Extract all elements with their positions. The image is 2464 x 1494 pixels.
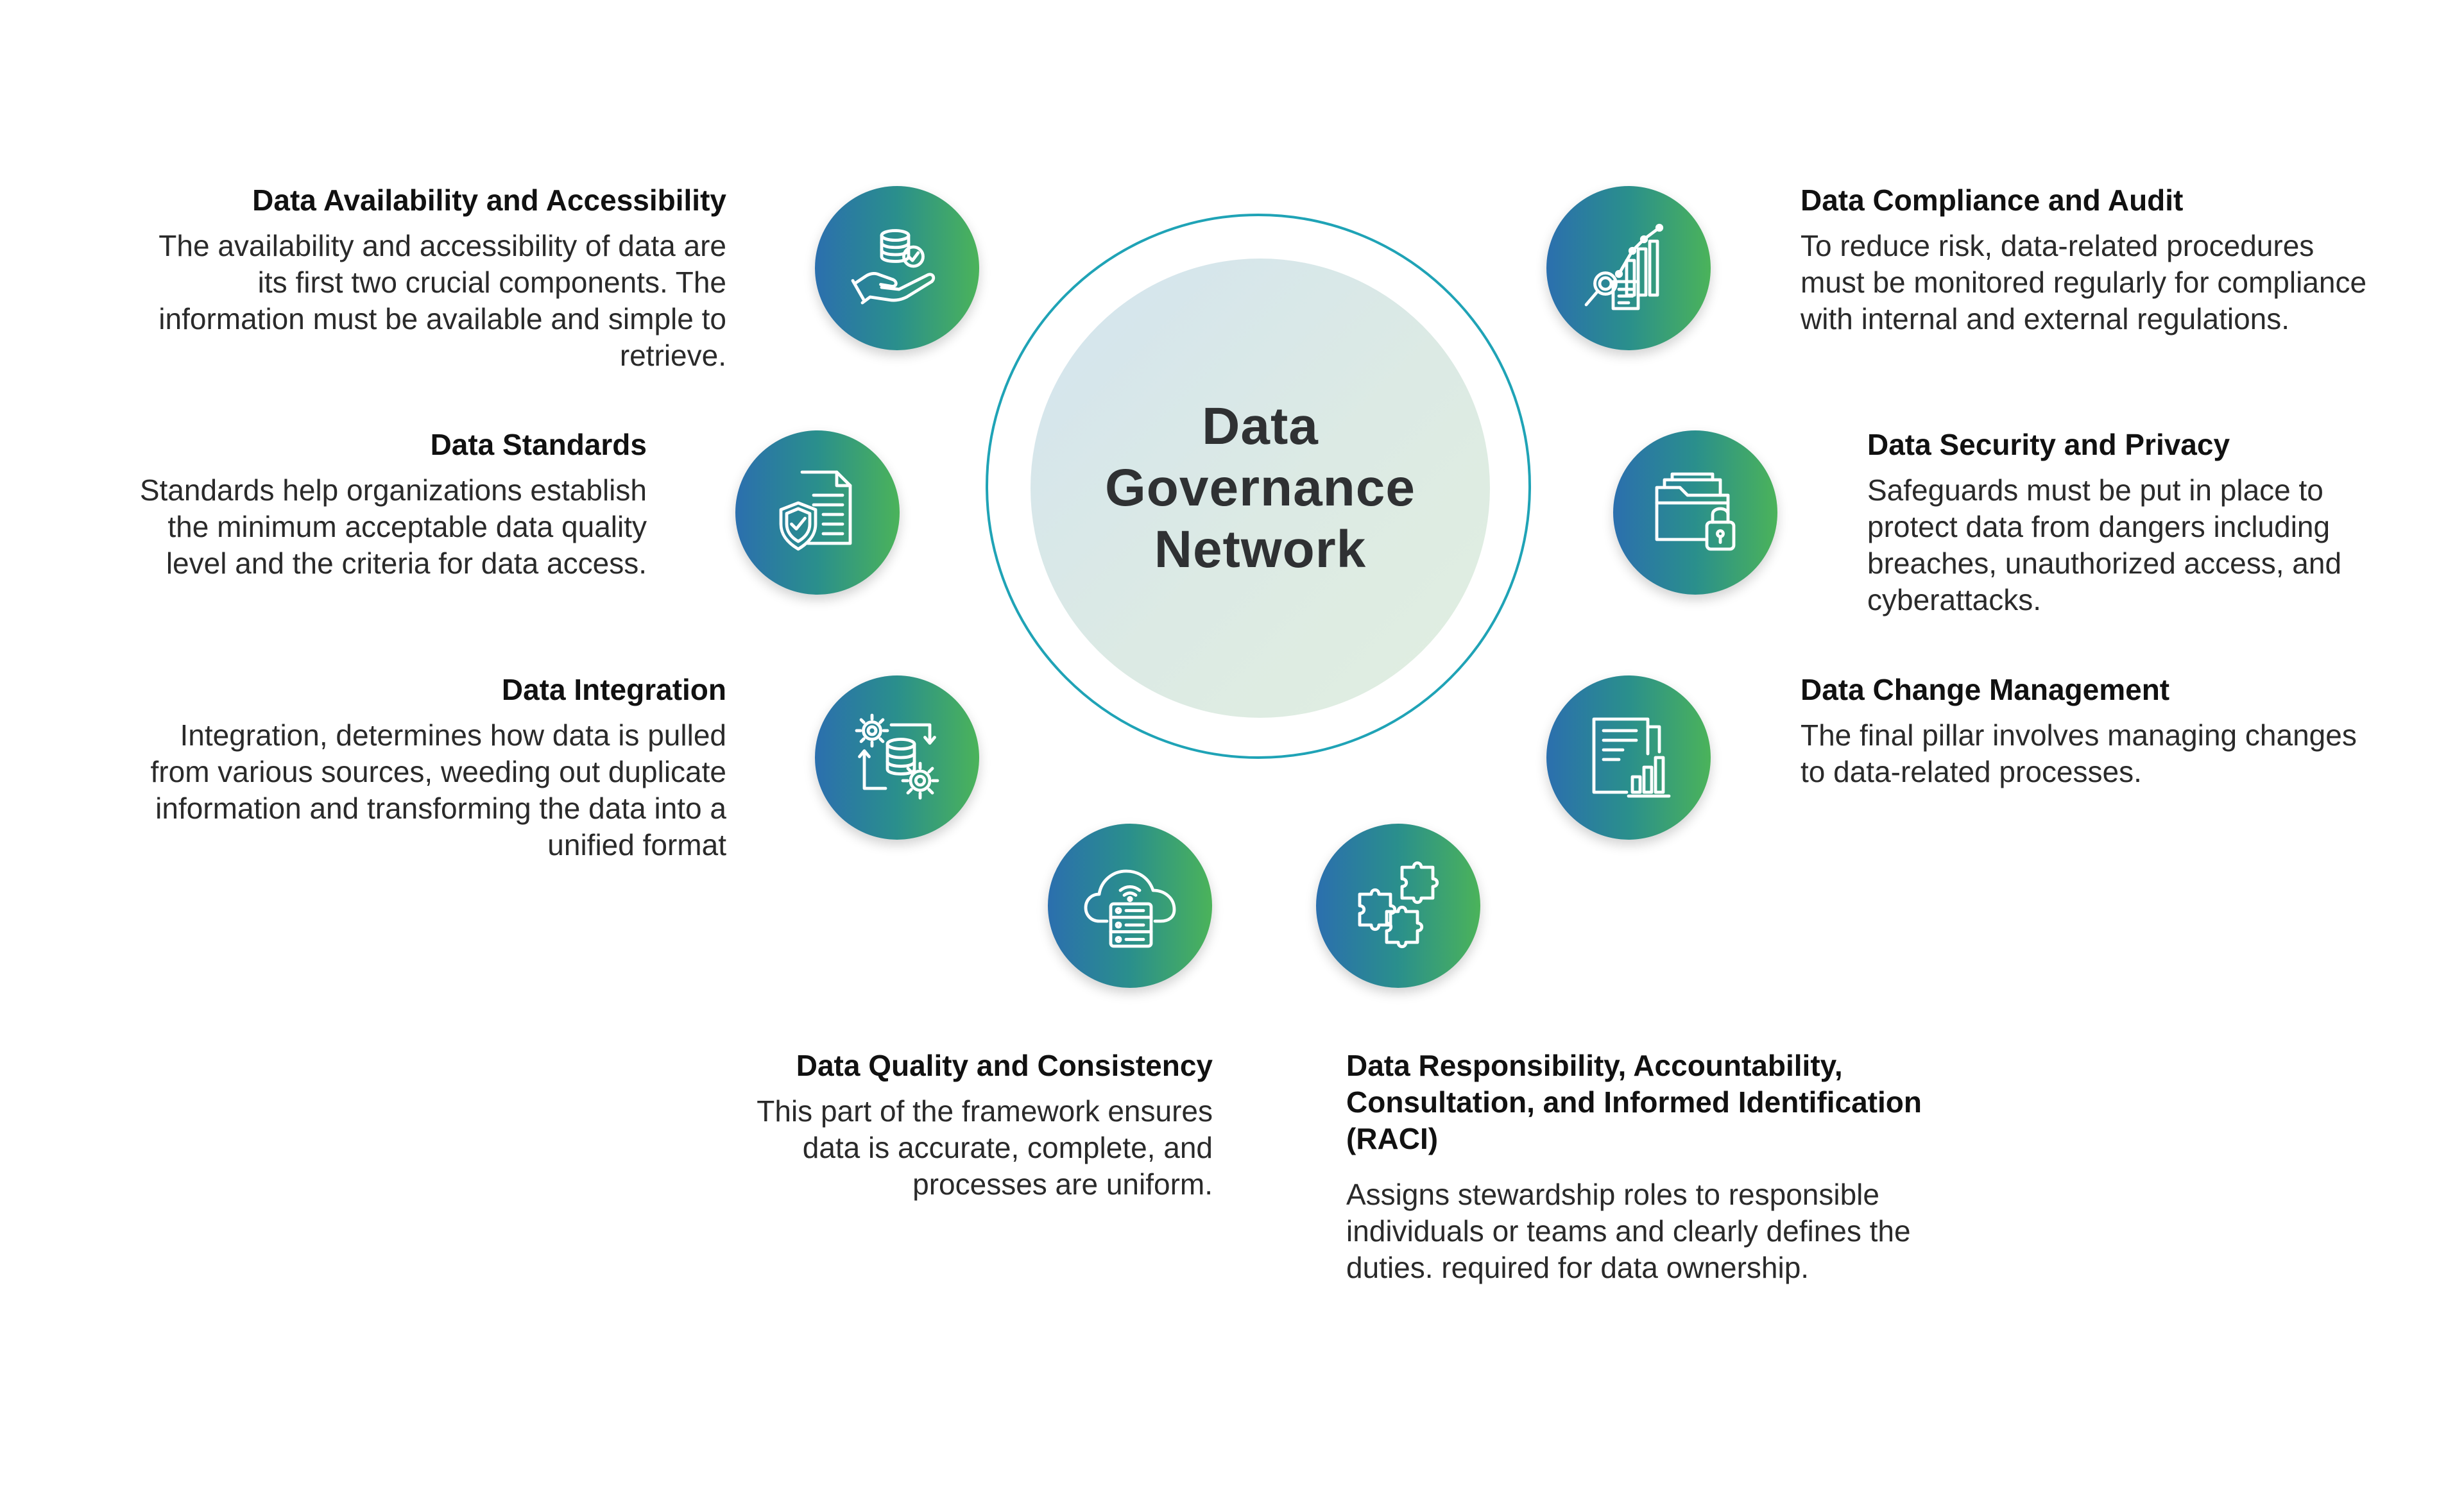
hand-database-icon bbox=[851, 229, 936, 305]
raci-block: Data Responsibility, Accountability, Con… bbox=[1346, 1048, 1949, 1286]
standards-block: Data Standards Standards help organizati… bbox=[128, 427, 647, 582]
hub-title: Data Governance Network bbox=[1105, 397, 1416, 579]
audit-chart-icon bbox=[1584, 223, 1664, 310]
change-node bbox=[1546, 675, 1711, 840]
raci-title: Data Responsibility, Accountability, Con… bbox=[1346, 1049, 1922, 1155]
compliance-text: To reduce risk, data-related procedures … bbox=[1801, 229, 2367, 335]
database-gears-icon bbox=[855, 713, 939, 800]
raci-node bbox=[1316, 824, 1480, 988]
integration-node bbox=[815, 675, 979, 840]
quality-block: Data Quality and Consistency This part o… bbox=[706, 1048, 1213, 1203]
cloud-server-icon bbox=[1084, 869, 1176, 948]
compliance-node bbox=[1546, 186, 1711, 350]
change-text: The final pillar involves managing chang… bbox=[1801, 718, 2357, 788]
compliance-title: Data Compliance and Audit bbox=[1801, 183, 2184, 217]
compliance-block: Data Compliance and Audit To reduce risk… bbox=[1801, 182, 2378, 337]
standards-title: Data Standards bbox=[430, 428, 647, 461]
availability-node bbox=[815, 186, 979, 350]
quality-node bbox=[1048, 824, 1212, 988]
report-chart-icon bbox=[1592, 717, 1671, 798]
integration-block: Data Integration Integration, determines… bbox=[128, 672, 726, 863]
quality-text: This part of the framework ensures data … bbox=[757, 1094, 1213, 1201]
availability-text: The availability and accessibility of da… bbox=[158, 229, 726, 372]
security-title: Data Security and Privacy bbox=[1867, 428, 2230, 461]
standards-text: Standards help organizations establish t… bbox=[139, 473, 647, 580]
security-node bbox=[1613, 430, 1777, 595]
availability-block: Data Availability and Accessibility The … bbox=[128, 182, 726, 374]
change-block: Data Change Management The final pillar … bbox=[1801, 672, 2365, 790]
standards-node bbox=[735, 430, 900, 595]
raci-text: Assigns stewardship roles to responsible… bbox=[1346, 1178, 1911, 1284]
hub-circle: Data Governance Network bbox=[1031, 259, 1490, 718]
quality-title: Data Quality and Consistency bbox=[796, 1049, 1213, 1082]
document-shield-icon bbox=[779, 470, 852, 551]
folder-lock-icon bbox=[1655, 472, 1736, 551]
integration-title: Data Integration bbox=[501, 673, 726, 706]
integration-text: Integration, determines how data is pull… bbox=[150, 718, 726, 862]
puzzle-icon bbox=[1358, 861, 1439, 949]
availability-title: Data Availability and Accessibility bbox=[252, 183, 726, 217]
hub-ring bbox=[986, 214, 1531, 759]
change-title: Data Change Management bbox=[1801, 673, 2170, 706]
security-block: Data Security and Privacy Safeguards mus… bbox=[1867, 427, 2393, 618]
security-text: Safeguards must be put in place to prote… bbox=[1867, 473, 2342, 616]
